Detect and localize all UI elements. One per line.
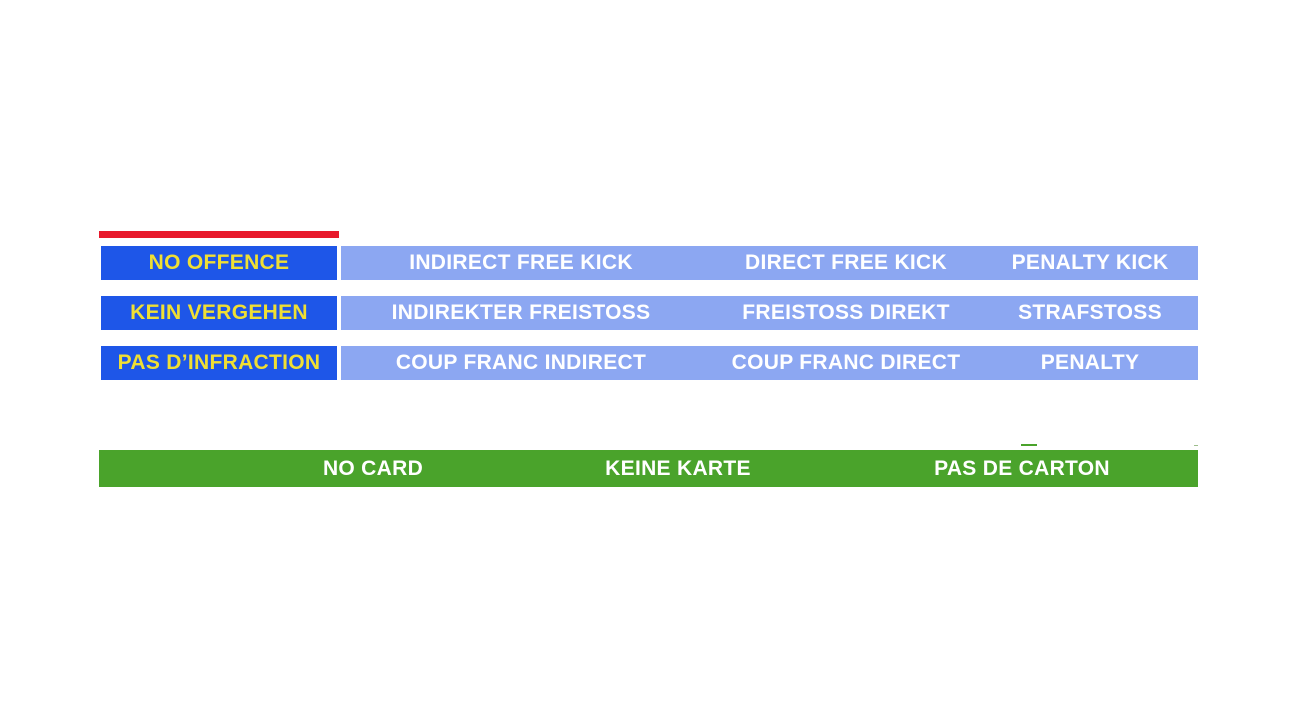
no-card-label-en: NO CARD	[322, 456, 424, 480]
no-card-label-de: KEINE KARTE	[605, 456, 751, 480]
red-underline-decoration	[99, 231, 339, 238]
direct-free-kick-label-fr: COUP FRANC DIRECT	[731, 351, 961, 374]
no-offence-cell-en: NO OFFENCE	[101, 246, 337, 280]
no-offence-label-de: KEIN VERGEHEN	[130, 301, 308, 324]
no-card-bar: NO CARD KEINE KARTE PAS DE CARTON	[99, 450, 1198, 487]
indirect-free-kick-label-de: INDIREKTER FREISTOSS	[391, 301, 651, 324]
direct-free-kick-label-en: DIRECT FREE KICK	[745, 251, 947, 274]
indirect-free-kick-label-fr: COUP FRANC INDIRECT	[395, 351, 647, 374]
kick-bar-en: INDIRECT FREE KICK DIRECT FREE KICK PENA…	[341, 246, 1198, 280]
no-offence-label-fr: PAS D’INFRACTION	[117, 351, 321, 374]
penalty-kick-label-fr: PENALTY	[1040, 351, 1140, 374]
no-offence-label-en: NO OFFENCE	[148, 251, 290, 274]
no-offence-cell-de: KEIN VERGEHEN	[101, 296, 337, 330]
indirect-free-kick-label-en: INDIRECT FREE KICK	[409, 251, 633, 274]
kick-bar-fr: COUP FRANC INDIRECT COUP FRANC DIRECT PE…	[341, 346, 1198, 380]
penalty-kick-label-de: STRAFSTOSS	[1018, 301, 1162, 324]
no-offence-cell-fr: PAS D’INFRACTION	[101, 346, 337, 380]
no-card-label-fr: PAS DE CARTON	[934, 456, 1110, 480]
direct-free-kick-label-de: FREISTOSS DIREKT	[742, 301, 950, 324]
cropped-outline-dash-decoration	[1021, 444, 1037, 446]
penalty-kick-label-en: PENALTY KICK	[1011, 251, 1169, 274]
cropped-outline-dot-decoration	[1194, 445, 1198, 446]
kick-bar-de: INDIREKTER FREISTOSS FREISTOSS DIREKT ST…	[341, 296, 1198, 330]
